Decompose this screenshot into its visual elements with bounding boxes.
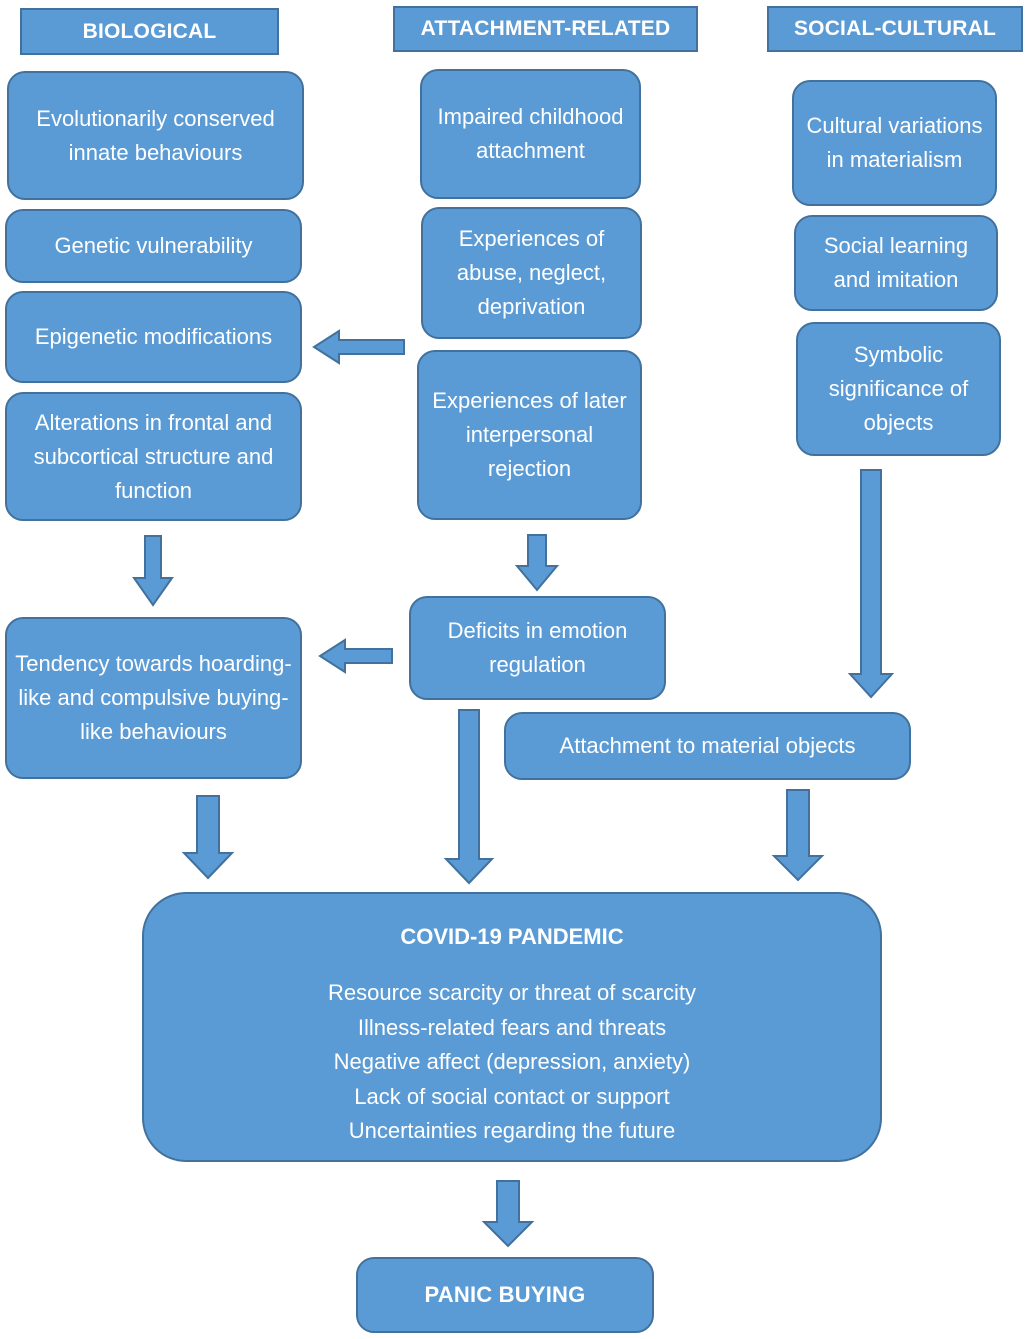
arrow-down-to-panic-buying	[481, 1180, 535, 1248]
box-impaired-attachment: Impaired childhood attachment	[420, 69, 641, 199]
box-social-learning: Social learning and imitation	[794, 215, 998, 311]
box-emotion-regulation-deficits: Deficits in emotion regulation	[409, 596, 666, 700]
box-covid-pandemic: COVID-19 PANDEMIC Resource scarcity or t…	[142, 892, 882, 1162]
box-symbolic-significance: Symbolic significance of objects	[796, 322, 1001, 456]
box-epigenetic-modifications: Epigenetic modifications	[5, 291, 302, 383]
arrow-left-to-epigenetic	[312, 329, 405, 365]
pandemic-factor: Lack of social contact or support	[354, 1083, 670, 1109]
arrow-down-to-material	[847, 469, 895, 699]
box-interpersonal-rejection: Experiences of later interpersonal rejec…	[417, 350, 642, 520]
arrow-left-to-tendency	[318, 638, 393, 674]
arrow-down-from-tendency	[181, 795, 235, 880]
header-biological: BIOLOGICAL	[20, 8, 279, 55]
arrow-down-to-deficits	[514, 534, 560, 592]
arrow-down-from-deficits	[443, 709, 495, 885]
box-panic-buying: PANIC BUYING	[356, 1257, 654, 1333]
header-social-cultural: SOCIAL-CULTURAL	[767, 6, 1023, 52]
pandemic-factor: Resource scarcity or threat of scarcity	[327, 980, 696, 1005]
box-evolutionary-behaviours: Evolutionarily conserved innate behaviou…	[7, 71, 304, 200]
box-material-attachment: Attachment to material objects	[504, 712, 911, 780]
pandemic-factor: Negative affect (depression, anxiety)	[333, 1049, 691, 1074]
box-genetic-vulnerability: Genetic vulnerability	[5, 209, 302, 283]
pandemic-factor: Illness-related fears and threats	[357, 1014, 667, 1040]
header-attachment-related: ATTACHMENT-RELATED	[393, 6, 698, 52]
box-cultural-materialism: Cultural variations in materialism	[792, 80, 997, 206]
pandemic-title: COVID-19 PANDEMIC	[400, 924, 624, 949]
arrow-down-to-tendency	[132, 535, 174, 607]
pandemic-factor: Uncertainties regarding the future	[348, 1118, 676, 1143]
box-frontal-subcortical-alterations: Alterations in frontal and subcortical s…	[5, 392, 302, 521]
arrow-down-from-material	[771, 789, 825, 882]
box-hoarding-tendency: Tendency towards hoarding-like and compu…	[5, 617, 302, 779]
box-abuse-neglect: Experiences of abuse, neglect, deprivati…	[421, 207, 642, 339]
